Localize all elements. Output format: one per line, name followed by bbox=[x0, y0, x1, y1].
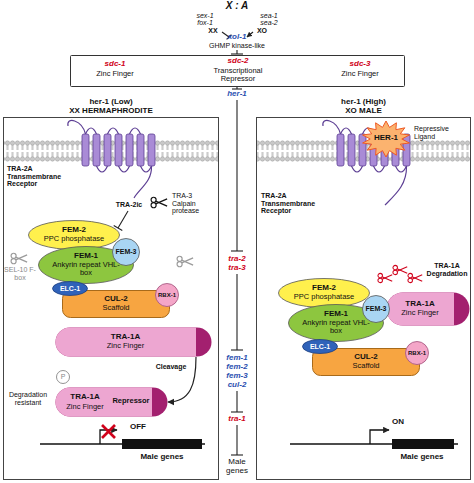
node-text: FEM-2 bbox=[62, 226, 86, 235]
node-text: TRA-1A bbox=[405, 300, 434, 309]
node-text: Repressive Ligand bbox=[414, 125, 470, 140]
node-text: FEM-3 bbox=[116, 248, 137, 256]
karyotype-label: XX bbox=[203, 27, 223, 35]
node-text: Repressor bbox=[111, 397, 151, 405]
protein-label: TRA-2A Transmembrane Receptor bbox=[261, 192, 327, 215]
protein-note: GHMP kinase-like bbox=[197, 42, 277, 50]
node-text: ELC-1 bbox=[310, 343, 330, 351]
gene-label: tra-1 bbox=[219, 415, 255, 424]
protein-label: TRA-3 Calpain protease bbox=[172, 192, 216, 215]
repressor-box: sdc-1Zinc Fingersdc-2Transcriptional Rep… bbox=[70, 55, 405, 87]
protein-label: TRA-2ic bbox=[110, 201, 148, 209]
protein-circle: FEM-3 bbox=[112, 238, 140, 266]
gene-label: xol-1 bbox=[217, 33, 257, 42]
node-text: Ankyrin repeat VHL-box bbox=[52, 261, 120, 278]
node-text: FEM-1 bbox=[324, 310, 348, 319]
gene-label: tra-3 bbox=[219, 264, 255, 273]
state-label: ON bbox=[386, 418, 410, 427]
node-text: Ankyrin repeat VHL-box bbox=[302, 319, 370, 336]
node-text: Transcriptional Repressor bbox=[203, 67, 273, 84]
output-label: Male genes bbox=[372, 453, 472, 462]
gene-label: sex-1 bbox=[190, 12, 220, 20]
node-text: Zinc Finger bbox=[80, 70, 150, 78]
protein-ellipse: FEM-2PPC phosphatase bbox=[28, 220, 120, 250]
node-text: RBX-1 bbox=[408, 350, 426, 357]
node-text: Scaffold bbox=[103, 304, 130, 312]
gene-label: fem-3 bbox=[219, 372, 255, 381]
node-text: XO MALE bbox=[256, 107, 471, 116]
node-text: Zinc Finger bbox=[325, 70, 395, 78]
node-text: PPC phosphatase bbox=[294, 293, 354, 301]
state-label: OFF bbox=[126, 423, 150, 432]
node-text: TRA-1A bbox=[111, 333, 140, 342]
panel: her-1 (Low)XX HERMAPHRODITEFEM-2PPC phos… bbox=[3, 117, 219, 480]
protein-circle: RBX-1 bbox=[155, 283, 179, 307]
protein-circle: FEM-3 bbox=[362, 295, 390, 323]
node-text: XX HERMAPHRODITE bbox=[3, 107, 219, 116]
node-text: her-1 (High) bbox=[256, 98, 471, 107]
node-text: P bbox=[61, 373, 66, 381]
node-text: Zinc Finger bbox=[401, 309, 439, 317]
node-text: CUL-2 bbox=[104, 295, 128, 304]
gene-label: fox-1 bbox=[190, 19, 220, 27]
node-text: FEM-2 bbox=[312, 284, 336, 293]
gene-label: fem-1 bbox=[219, 354, 255, 363]
protein-pill: TRA-1AZinc Finger bbox=[55, 327, 212, 357]
gene-label: sea-1 bbox=[254, 12, 284, 20]
protein-pill: TRA-1AZinc FingerRepressor bbox=[55, 387, 168, 417]
gene-label: fem-2 bbox=[219, 363, 255, 372]
protein-ellipse: ELC-1 bbox=[52, 281, 88, 296]
protein-ellipse: FEM-2PPC phosphatase bbox=[278, 278, 370, 308]
node-text: Scaffold bbox=[353, 362, 380, 370]
protein-pill-outline bbox=[55, 387, 168, 417]
state-note: Degradation resistant bbox=[3, 391, 53, 406]
node-text: sdc-1 bbox=[80, 60, 150, 69]
node-text: FEM-3 bbox=[366, 305, 387, 313]
gene-label: tra-2 bbox=[219, 255, 255, 264]
output-label: Male genes bbox=[221, 458, 253, 476]
protein-ellipse: ELC-1 bbox=[302, 339, 338, 354]
protein-pill: TRA-1AZinc Finger bbox=[386, 292, 470, 326]
cleavage-arrow bbox=[168, 357, 196, 402]
node-text: her-1 (Low) bbox=[3, 98, 219, 107]
gene-label: sea-2 bbox=[254, 19, 284, 27]
node-text: Zinc Finger bbox=[59, 403, 111, 411]
node-text: Zinc Finger bbox=[107, 342, 145, 350]
node-text: ELC-1 bbox=[60, 285, 80, 293]
node-text: CUL-2 bbox=[354, 353, 378, 362]
node-text: PPC phosphatase bbox=[44, 235, 104, 243]
gene-label: her-1 bbox=[219, 90, 255, 99]
node-text: sdc-3 bbox=[325, 60, 395, 69]
node-text: sdc-2 bbox=[203, 57, 273, 66]
ligand-starburst: HER-1Repressive Ligand bbox=[362, 121, 410, 157]
node-text: HER-1 bbox=[362, 134, 410, 143]
protein-label: SEL-10 F-box bbox=[3, 266, 37, 281]
panel: her-1 (High)XO MALEHER-1Repressive Ligan… bbox=[256, 117, 471, 480]
ratio-label: X : A bbox=[207, 0, 267, 11]
node-text: TRA-1A bbox=[59, 393, 111, 402]
node-text: FEM-1 bbox=[74, 252, 98, 261]
protein-label: TRA-2A Transmembrane Receptor bbox=[7, 165, 69, 188]
phosphate-circle: P bbox=[56, 370, 70, 384]
node-text: RBX-1 bbox=[158, 292, 176, 299]
output-label: Male genes bbox=[112, 453, 212, 462]
state-note: TRA-1A Degradation bbox=[424, 262, 470, 277]
protein-circle: RBX-1 bbox=[405, 341, 429, 365]
karyotype-label: XO bbox=[252, 27, 272, 35]
gene-label: cul-2 bbox=[219, 381, 255, 390]
edge-label: Cleavage bbox=[150, 363, 192, 371]
